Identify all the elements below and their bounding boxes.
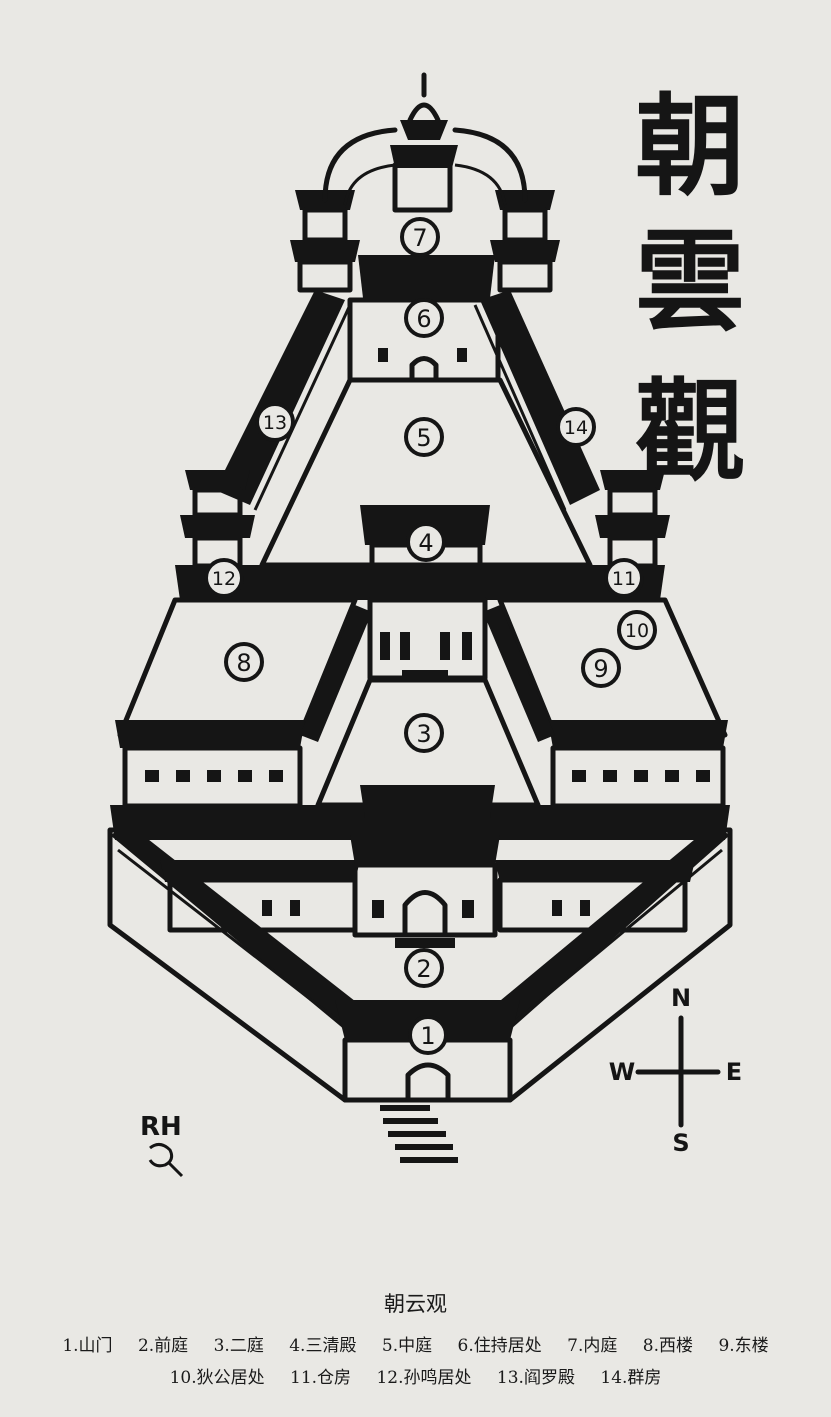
inner-court [322, 72, 528, 213]
compass-west: W [609, 1058, 635, 1086]
marker-7: 7 [400, 217, 440, 257]
svg-text:10: 10 [625, 620, 649, 642]
tower-ne [490, 190, 560, 293]
marker-6: 6 [404, 298, 444, 338]
compass-rose: N E S W [609, 984, 742, 1157]
legend-item: 8.西楼 [642, 1336, 694, 1356]
svg-text:2: 2 [416, 955, 431, 983]
east-building [483, 597, 728, 809]
svg-text:3: 3 [416, 720, 431, 748]
svg-text:12: 12 [212, 568, 236, 590]
legend-item: 9.东楼 [718, 1336, 769, 1356]
markers: 1 2 3 4 5 6 7 8 9 10 11 12 13 14 [204, 217, 657, 1055]
svg-text:4: 4 [418, 529, 433, 557]
title-char-2: 雲 [635, 217, 745, 346]
sanqing-hall [175, 505, 665, 681]
vertical-title: 朝 雲 觀 [635, 82, 745, 496]
marker-14: 14 [556, 407, 596, 447]
legend-item: 3.二庭 [213, 1336, 264, 1356]
west-gallery [215, 290, 352, 511]
west-building [115, 597, 372, 809]
legend-item: 6.住持居处 [457, 1336, 542, 1356]
artist-signature: RH [140, 1112, 184, 1178]
legend-item: 4.三清殿 [289, 1336, 357, 1356]
compass-north: N [671, 984, 691, 1012]
svg-text:1: 1 [420, 1022, 435, 1050]
svg-text:14: 14 [564, 417, 588, 439]
marker-4: 4 [406, 522, 446, 562]
marker-1: 1 [408, 1015, 448, 1055]
legend-item: 12.孙鸣居处 [376, 1368, 472, 1388]
svg-text:5: 5 [416, 424, 431, 452]
marker-5: 5 [404, 417, 444, 457]
legend-item: 10.狄公居处 [169, 1368, 265, 1388]
legend-item: 5.中庭 [381, 1336, 433, 1356]
legend-item: 1.山门 [62, 1336, 113, 1356]
legend-item: 13.阎罗殿 [496, 1368, 575, 1388]
east-gallery [473, 290, 600, 511]
legend-item: 2.前庭 [137, 1336, 189, 1356]
marker-13: 13 [255, 402, 295, 442]
legend-item: 14.群房 [600, 1368, 662, 1388]
marker-9: 9 [581, 648, 621, 688]
front-halls [110, 785, 730, 948]
legend-item: 11.仓房 [290, 1368, 352, 1388]
marker-12: 12 [204, 558, 244, 598]
compass-east: E [726, 1058, 742, 1086]
svg-text:13: 13 [263, 412, 287, 434]
legend-item: 7.内庭 [567, 1336, 618, 1356]
title-char-1: 朝 [635, 82, 745, 211]
tower-se [595, 470, 670, 569]
figure-caption: 朝云观 [384, 1292, 447, 1316]
marker-10: 10 [617, 610, 657, 650]
svg-text:9: 9 [593, 655, 608, 683]
legend: 1.山门 2.前庭 3.二庭 4.三清殿 5.中庭 6.住持居处 7.内庭 8.… [20, 1330, 811, 1394]
marker-11: 11 [604, 558, 644, 598]
svg-text:7: 7 [412, 224, 427, 252]
marker-3: 3 [404, 713, 444, 753]
tower-sw [180, 470, 255, 569]
compass-south: S [672, 1129, 689, 1157]
tower-nw [290, 190, 360, 293]
svg-text:11: 11 [612, 568, 636, 590]
svg-text:RH: RH [140, 1112, 182, 1142]
svg-text:6: 6 [416, 305, 431, 333]
marker-8: 8 [224, 642, 264, 682]
marker-2: 2 [404, 948, 444, 988]
svg-text:8: 8 [236, 649, 251, 677]
